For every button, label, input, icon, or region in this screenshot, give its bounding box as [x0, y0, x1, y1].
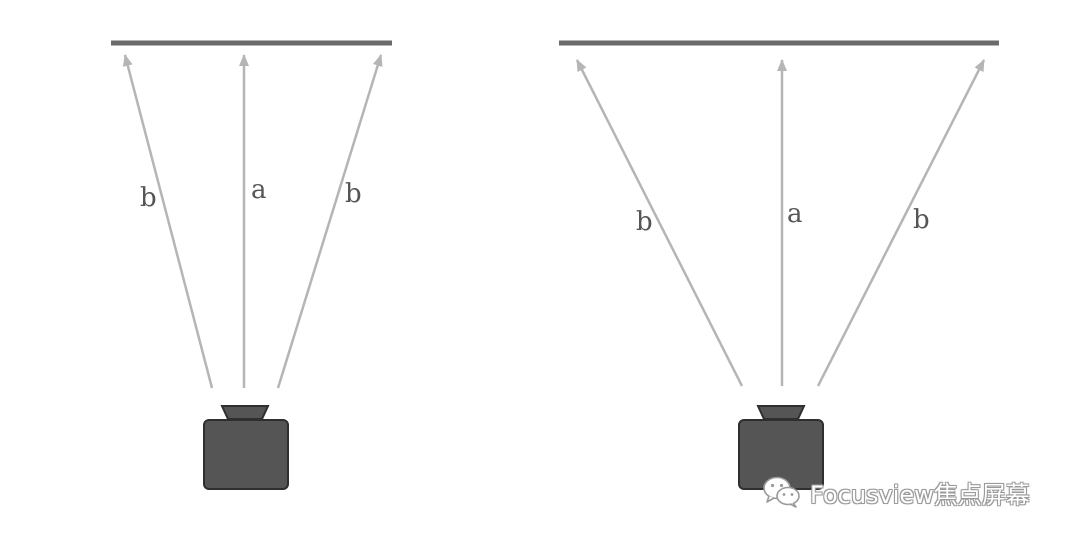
projector	[203, 405, 289, 490]
diagram-near-screen: b a b	[111, 40, 392, 490]
wechat-icon	[763, 476, 800, 508]
projector	[738, 405, 824, 490]
ray-label-right: b	[913, 205, 930, 235]
ray-left	[122, 54, 214, 389]
ray-label-left: b	[636, 207, 653, 237]
projector-lens	[220, 405, 270, 420]
ray-left	[575, 59, 744, 387]
diagram-far-screen: b a b	[559, 40, 999, 490]
watermark: Focusview焦点屏幕	[762, 474, 1030, 510]
watermark-text: Focusview焦点屏幕	[810, 480, 1030, 509]
projector-lens	[756, 405, 806, 420]
ray-label-center: a	[251, 175, 267, 205]
ray-right	[816, 59, 986, 387]
ray-right	[276, 54, 383, 389]
projector-body	[203, 419, 289, 490]
ray-label-center: a	[787, 199, 803, 229]
ray-label-left: b	[140, 183, 157, 213]
ray-label-right: b	[345, 179, 362, 209]
